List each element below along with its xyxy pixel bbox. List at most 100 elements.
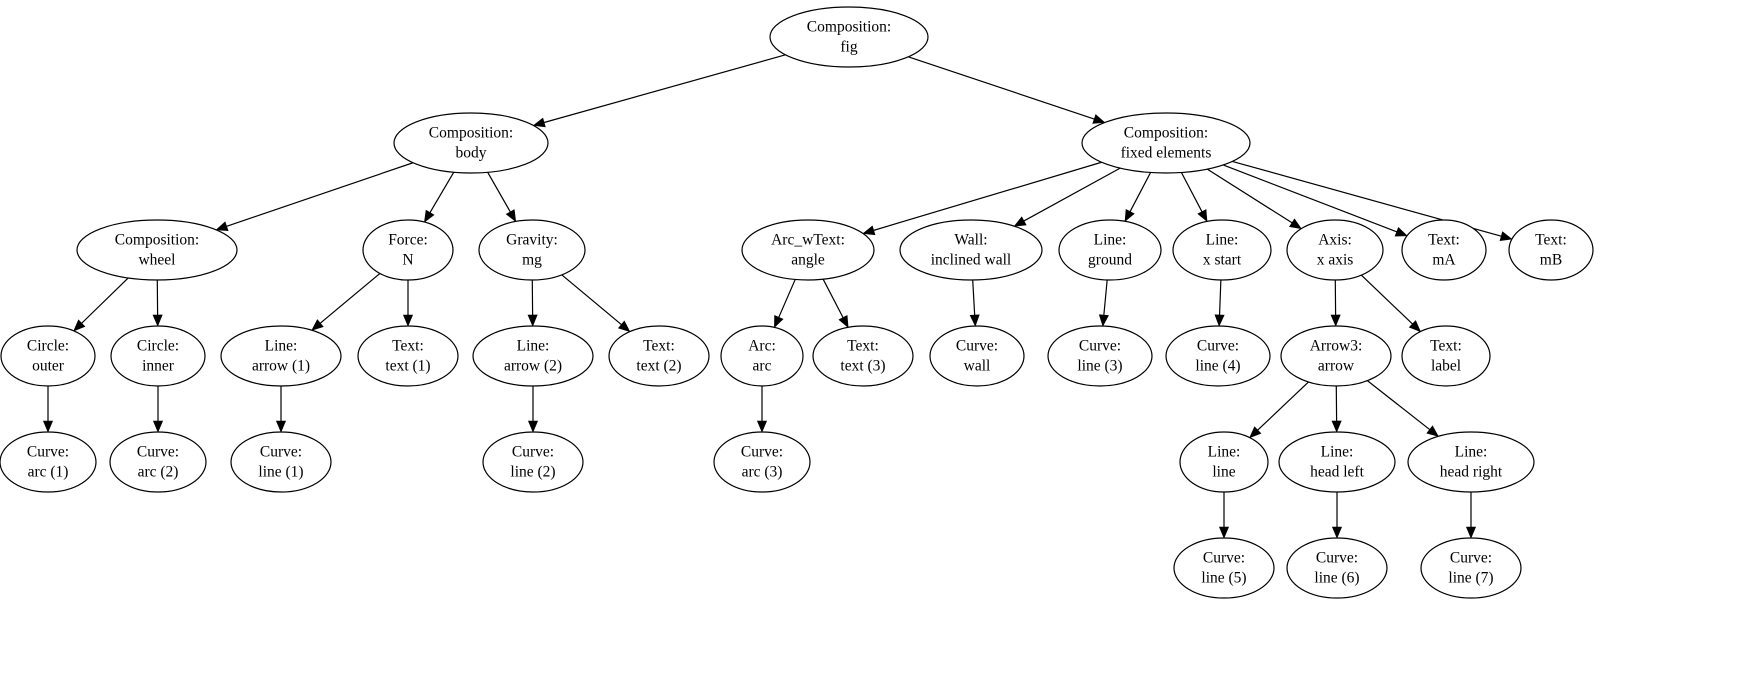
- graph-node-circleinner[interactable]: Circle:inner: [110, 325, 206, 387]
- node-ellipse[interactable]: [472, 325, 594, 387]
- graph-node-linearrow1[interactable]: Line:arrow (1): [220, 325, 342, 387]
- edge-arrowhead-icon: [774, 315, 784, 329]
- node-ellipse[interactable]: [1058, 219, 1162, 281]
- graph-node-lineheadright[interactable]: Line:head right: [1407, 431, 1535, 493]
- node-label-line1: Composition:: [1124, 125, 1208, 142]
- node-ellipse[interactable]: [1179, 431, 1269, 493]
- node-ellipse[interactable]: [1278, 431, 1396, 493]
- node-ellipse[interactable]: [720, 325, 804, 387]
- graph-edge: [1013, 167, 1121, 227]
- graph-edge: [969, 279, 980, 327]
- node-ellipse[interactable]: [393, 112, 549, 174]
- edge-line: [226, 162, 414, 227]
- graph-node-arcarc[interactable]: Arc:arc: [720, 325, 804, 387]
- edge-arrowhead-icon: [527, 314, 538, 327]
- node-ellipse[interactable]: [220, 325, 342, 387]
- graph-node-texttext3[interactable]: Text:text (3): [812, 325, 914, 387]
- graph-edge: [1331, 385, 1342, 433]
- node-label-line1: Composition:: [429, 125, 513, 142]
- node-ellipse[interactable]: [1420, 537, 1522, 599]
- node-ellipse[interactable]: [1401, 325, 1491, 387]
- graph-node-curveline1[interactable]: Curve:line (1): [230, 431, 332, 493]
- node-label-line2: arc (2): [138, 464, 179, 481]
- graph-node-curveline5[interactable]: Curve:line (5): [1173, 537, 1275, 599]
- graph-node-wall[interactable]: Wall:inclined wall: [899, 219, 1043, 281]
- node-ellipse[interactable]: [929, 325, 1025, 387]
- node-ellipse[interactable]: [1286, 537, 1388, 599]
- edge-arrowhead-icon: [1013, 216, 1027, 227]
- node-ellipse[interactable]: [1165, 325, 1271, 387]
- graph-node-textmA[interactable]: Text:mA: [1401, 219, 1487, 281]
- node-ellipse[interactable]: [812, 325, 914, 387]
- node-ellipse[interactable]: [608, 325, 710, 387]
- edge-arrowhead-icon: [1331, 420, 1342, 433]
- graph-node-curveline3[interactable]: Curve:line (3): [1047, 325, 1153, 387]
- edge-line: [1103, 279, 1108, 316]
- node-ellipse[interactable]: [478, 219, 586, 281]
- graph-edge: [1206, 168, 1302, 230]
- graph-edge: [1222, 164, 1408, 237]
- node-ellipse[interactable]: [1508, 219, 1594, 281]
- graph-node-lineline[interactable]: Line:line: [1179, 431, 1269, 493]
- node-label-line2: arrow (1): [252, 358, 310, 375]
- node-label-line2: arc: [753, 358, 772, 375]
- graph-node-textlabel[interactable]: Text:label: [1401, 325, 1491, 387]
- node-ellipse[interactable]: [110, 325, 206, 387]
- node-ellipse[interactable]: [357, 325, 459, 387]
- graph-node-linexstart[interactable]: Line:x start: [1172, 219, 1272, 281]
- graph-node-fig[interactable]: Composition:fig: [769, 6, 929, 68]
- graph-node-arrow3[interactable]: Arrow3:arrow: [1280, 325, 1392, 387]
- graph-edge: [822, 278, 849, 329]
- node-ellipse[interactable]: [109, 431, 207, 493]
- node-ellipse[interactable]: [1047, 325, 1153, 387]
- graph-node-body[interactable]: Composition:body: [393, 112, 549, 174]
- graph-node-curveline2[interactable]: Curve:line (2): [482, 431, 584, 493]
- node-ellipse[interactable]: [713, 431, 811, 493]
- edge-arrowhead-icon: [1331, 526, 1343, 539]
- graph-node-arc_wtext[interactable]: Arc_wText:angle: [741, 219, 875, 281]
- edge-arrowhead-icon: [617, 320, 631, 333]
- node-ellipse[interactable]: [769, 6, 929, 68]
- node-ellipse[interactable]: [230, 431, 332, 493]
- graph-edge: [1367, 380, 1439, 437]
- node-label-line1: Line:: [1321, 444, 1354, 461]
- graph-node-curvewall[interactable]: Curve:wall: [929, 325, 1025, 387]
- node-ellipse[interactable]: [1172, 219, 1272, 281]
- node-label-line2: N: [402, 252, 413, 269]
- graph-node-fixed[interactable]: Composition:fixed elements: [1081, 112, 1251, 174]
- graph-node-texttext2[interactable]: Text:text (2): [608, 325, 710, 387]
- graph-node-texttext1[interactable]: Text:text (1): [357, 325, 459, 387]
- graph-node-circleouter[interactable]: Circle:outer: [0, 325, 96, 387]
- node-ellipse[interactable]: [899, 219, 1043, 281]
- graph-node-wheel[interactable]: Composition:wheel: [76, 219, 238, 281]
- graph-node-curveline7[interactable]: Curve:line (7): [1420, 537, 1522, 599]
- node-ellipse[interactable]: [0, 325, 96, 387]
- node-label-line1: Curve:: [1203, 550, 1245, 567]
- graph-node-linearrow2[interactable]: Line:arrow (2): [472, 325, 594, 387]
- node-ellipse[interactable]: [1173, 537, 1275, 599]
- node-ellipse[interactable]: [362, 219, 454, 281]
- node-ellipse[interactable]: [76, 219, 238, 281]
- graph-node-gravity[interactable]: Gravity:mg: [478, 219, 586, 281]
- graph-node-curveline4[interactable]: Curve:line (4): [1165, 325, 1271, 387]
- graph-node-lineground[interactable]: Line:ground: [1058, 219, 1162, 281]
- graph-node-curvearc2[interactable]: Curve:arc (2): [109, 431, 207, 493]
- node-ellipse[interactable]: [1401, 219, 1487, 281]
- node-label-line2: arc (3): [742, 464, 783, 481]
- graph-node-curvearc3[interactable]: Curve:arc (3): [713, 431, 811, 493]
- node-ellipse[interactable]: [482, 431, 584, 493]
- edge-line: [1180, 172, 1203, 212]
- node-ellipse[interactable]: [1407, 431, 1535, 493]
- edge-line: [778, 279, 796, 318]
- node-ellipse[interactable]: [1280, 325, 1392, 387]
- node-ellipse[interactable]: [1286, 219, 1384, 281]
- graph-node-textmB[interactable]: Text:mB: [1508, 219, 1594, 281]
- graph-node-forceN[interactable]: Force:N: [362, 219, 454, 281]
- graph-node-lineheadleft[interactable]: Line:head left: [1278, 431, 1396, 493]
- node-ellipse[interactable]: [1081, 112, 1251, 174]
- node-ellipse[interactable]: [0, 431, 97, 493]
- graph-node-curveline6[interactable]: Curve:line (6): [1286, 537, 1388, 599]
- graph-node-curvearc1[interactable]: Curve:arc (1): [0, 431, 97, 493]
- graph-node-axisx[interactable]: Axis:x axis: [1286, 219, 1384, 281]
- node-ellipse[interactable]: [741, 219, 875, 281]
